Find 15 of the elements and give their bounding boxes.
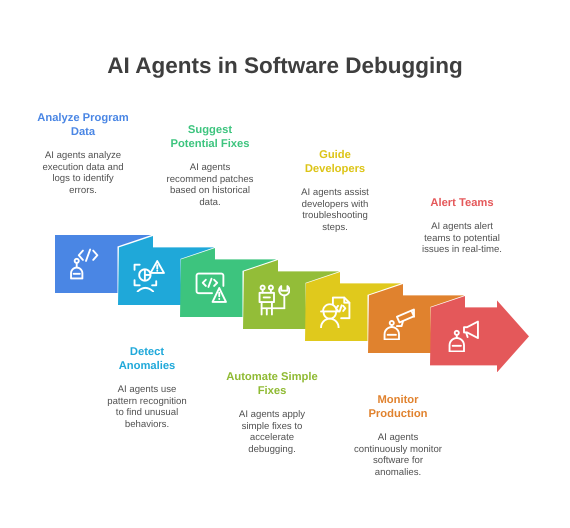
- step-description: AI agents analyze execution data and logs to identify errors.: [41, 150, 125, 197]
- step-description: AI agents alert teams to potential issues in real-time.: [421, 221, 503, 256]
- step-heading: Suggest Potential Fixes: [170, 123, 250, 151]
- step-description: AI agents apply simple fixes to accelerate debugging.: [238, 408, 306, 456]
- step-heading: Monitor Production: [367, 392, 429, 421]
- title: AI Agents in Software Debugging: [107, 53, 463, 79]
- step-heading: Automate Simple Fixes: [225, 370, 319, 398]
- step-heading: Analyze Program Data: [36, 111, 130, 139]
- step-heading: Guide Developers: [304, 148, 366, 176]
- step-description: AI agents continuously monitor software for anomalies.: [353, 432, 443, 479]
- step-heading: Detect Anomalies: [118, 344, 176, 373]
- step-heading: Alert Teams: [429, 196, 495, 210]
- step-description: AI agents assist developers with troubleshooting steps.: [300, 187, 370, 234]
- step-description: AI agents use pattern recognition to find unusual behaviors.: [106, 384, 188, 431]
- step-description: AI agents recommend patches based on historical data.: [166, 162, 254, 209]
